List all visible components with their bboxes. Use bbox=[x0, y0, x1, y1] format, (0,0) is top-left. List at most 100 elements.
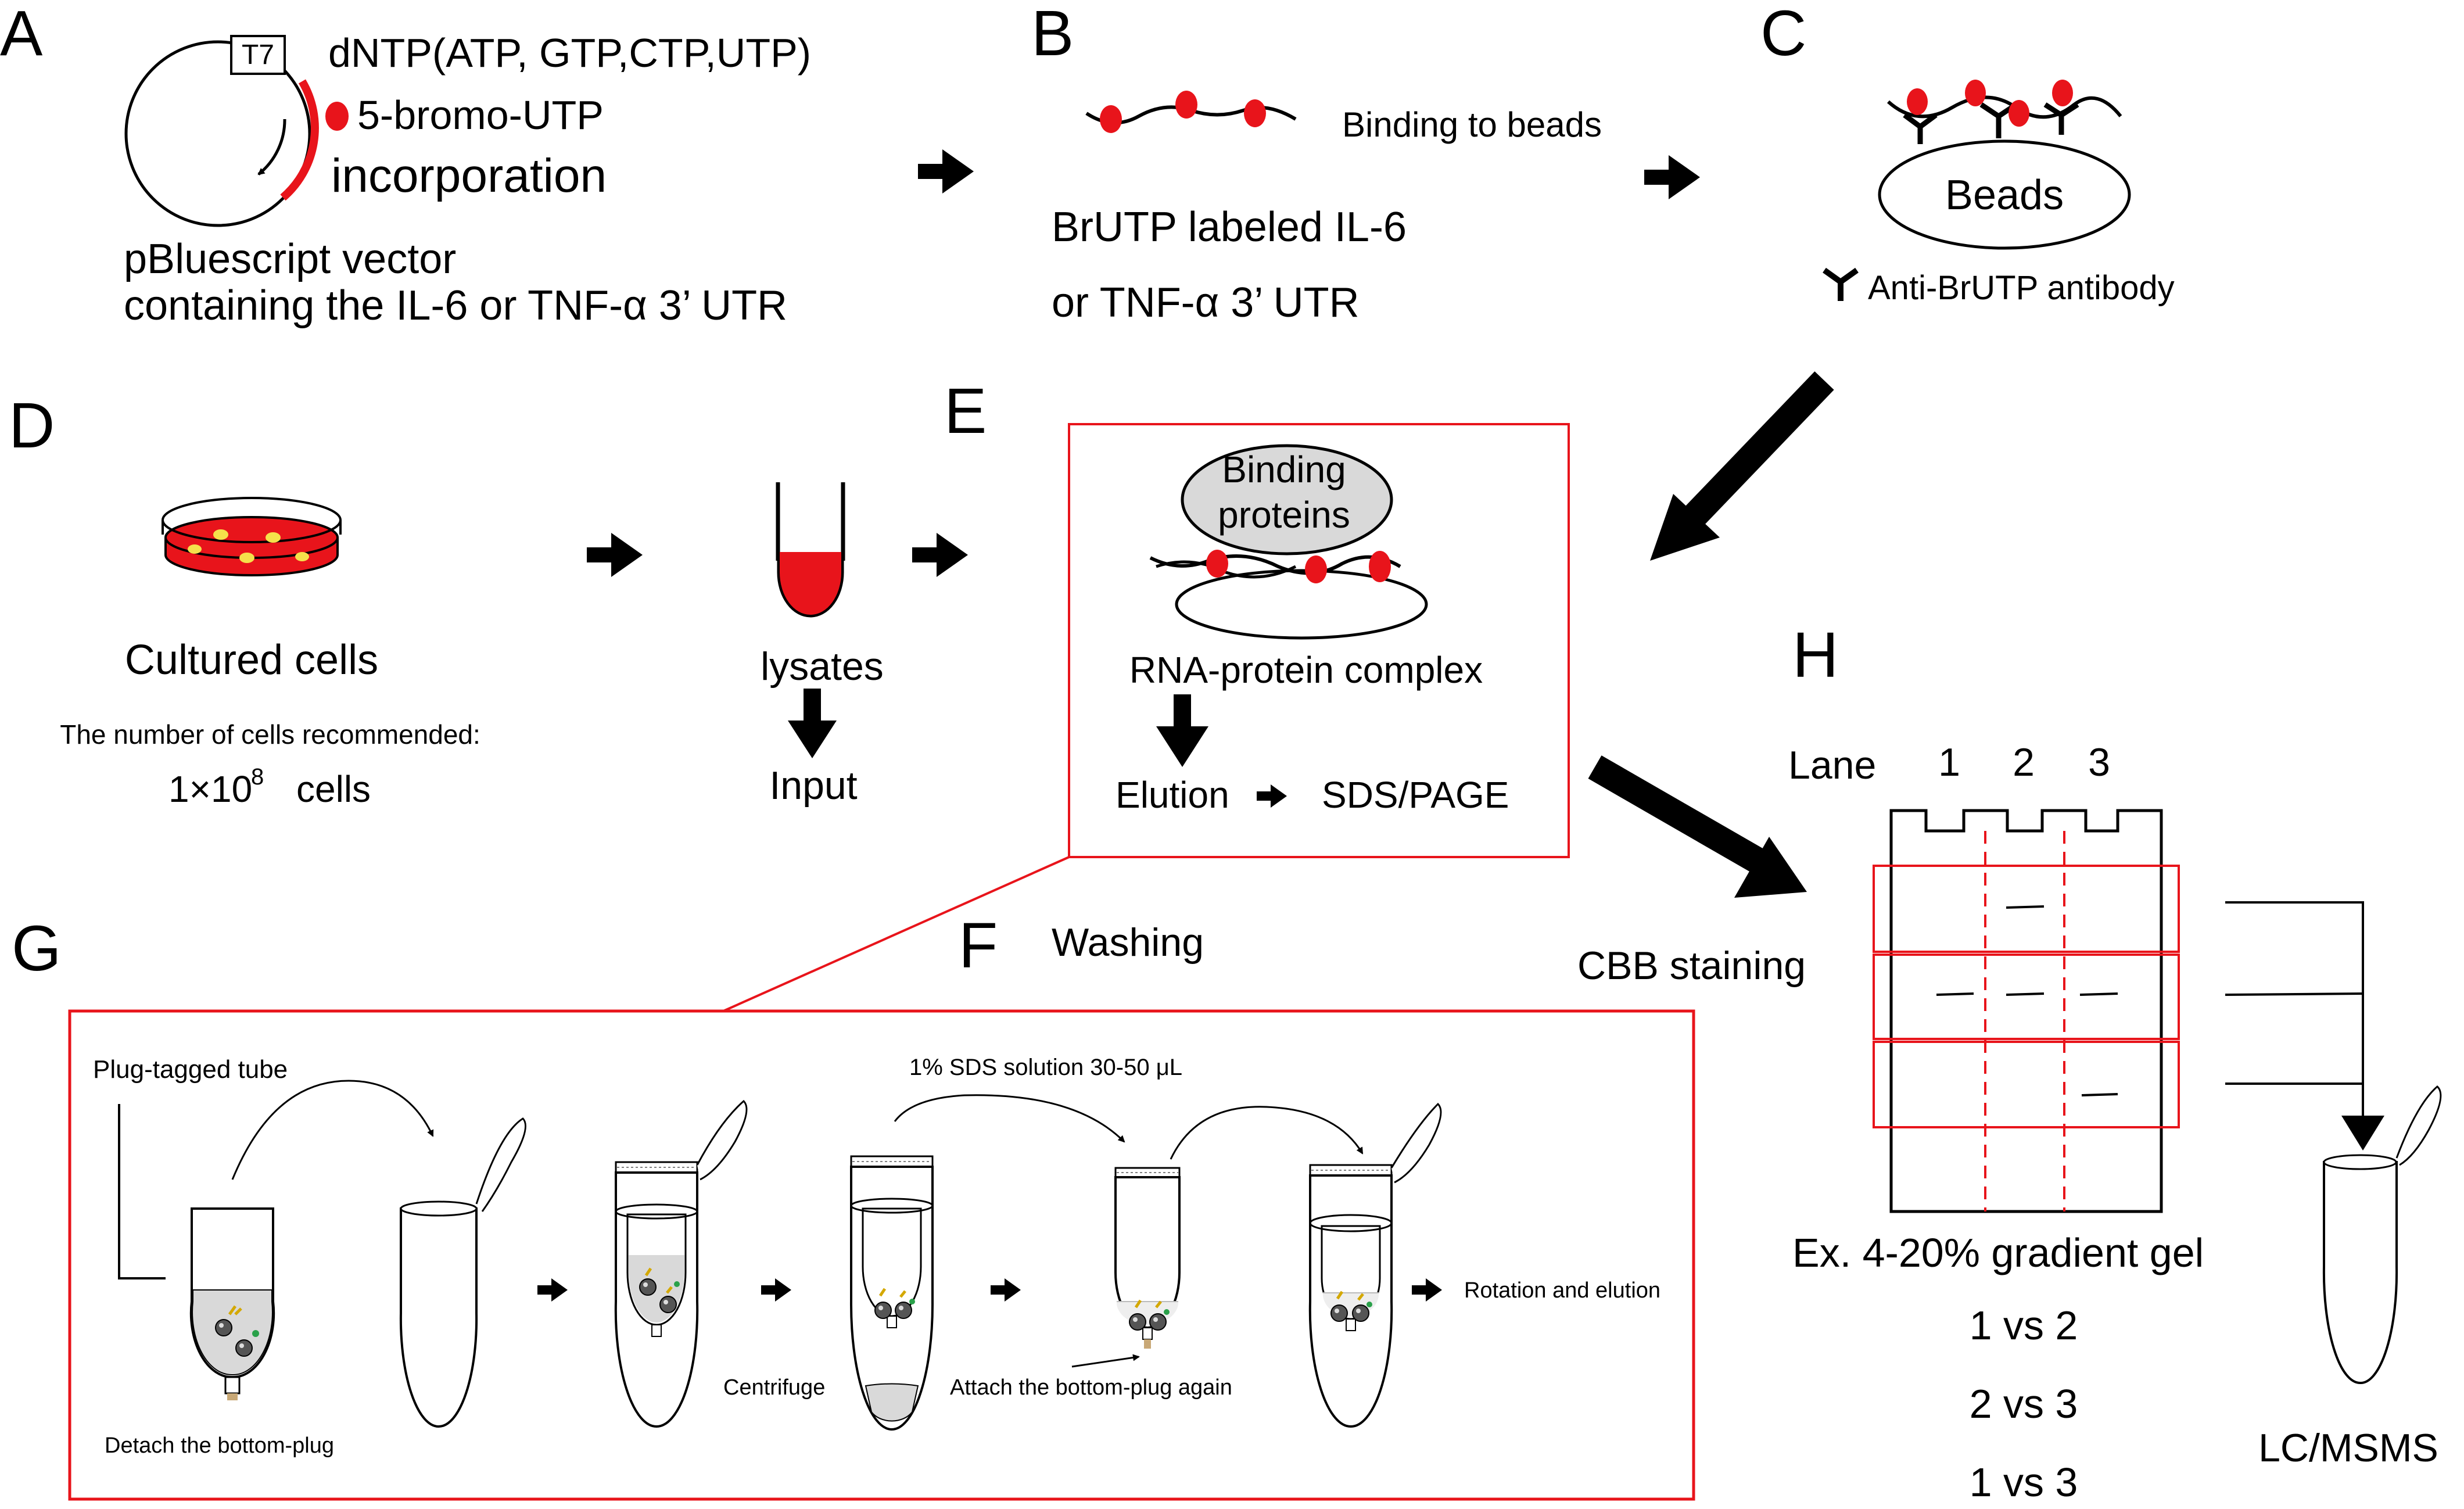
rna-strand bbox=[1156, 560, 1297, 579]
collection-tube-icon bbox=[399, 1117, 526, 1428]
petri-dish-icon bbox=[162, 497, 342, 576]
y-antibody-icon bbox=[2043, 102, 2079, 135]
red-dot-icon bbox=[1206, 550, 1228, 578]
washing-label: Washing bbox=[1052, 920, 1204, 965]
transcription-arrow bbox=[257, 119, 286, 175]
complex-label: RNA-protein complex bbox=[1129, 649, 1483, 691]
final-tube-icon bbox=[1308, 1102, 1442, 1428]
curved-arrow bbox=[1170, 1106, 1364, 1160]
red-dot-icon bbox=[1100, 105, 1122, 133]
panel-letter-c: C bbox=[1760, 0, 1806, 69]
lysates-label: lysates bbox=[761, 644, 884, 689]
panel-g: Plug-tagged tube Detach the bottom-plug bbox=[68, 1009, 1695, 1501]
plasmid-circle bbox=[124, 40, 311, 227]
curved-arrow bbox=[231, 1080, 434, 1180]
comparison-1: 1 vs 2 bbox=[1970, 1303, 2078, 1348]
arrow-right-icon bbox=[991, 1278, 1021, 1302]
binding-proteins-label-1: Binding bbox=[1222, 449, 1346, 490]
red-dot-icon bbox=[1175, 91, 1197, 119]
panel-e-frame bbox=[1068, 423, 1570, 858]
arrow-right-icon bbox=[1644, 155, 1700, 199]
panel-d: Cultured cells The number of cells recom… bbox=[60, 482, 968, 810]
gradient-gel-label: Ex. 4-20% gradient gel bbox=[1792, 1230, 2204, 1275]
arrow-right-icon bbox=[912, 533, 968, 577]
elution-label: Elution bbox=[1116, 774, 1229, 816]
gel-band bbox=[2079, 992, 2118, 996]
arrow-diagonal-icon bbox=[1650, 371, 1834, 561]
panel-letter-b: B bbox=[1031, 0, 1074, 69]
centrifuged-tube-icon bbox=[849, 1155, 934, 1431]
zoom-connector bbox=[723, 856, 1070, 1012]
red-dot-icon bbox=[2008, 100, 2029, 127]
binding-beads-label: Binding to beads bbox=[1342, 105, 1602, 144]
arrow-diagonal-icon bbox=[1588, 755, 1807, 898]
arrow-right-icon bbox=[1257, 784, 1287, 808]
panel-letter-h: H bbox=[1792, 619, 1838, 691]
red-dot-icon bbox=[1965, 80, 1986, 106]
cell-count-unit: cells bbox=[296, 768, 371, 810]
panel-e: Binding proteins RNA-protein complex Elu… bbox=[1068, 423, 1570, 858]
arrow-down-icon bbox=[788, 689, 837, 758]
t7-box bbox=[230, 35, 286, 75]
brutp-label-2: or TNF-α 3’ UTR bbox=[1052, 279, 1360, 326]
excision-box bbox=[1873, 1041, 2180, 1128]
insert-region bbox=[280, 79, 319, 201]
arrow-right-icon bbox=[918, 149, 974, 193]
connector-line bbox=[2225, 901, 2364, 1136]
lcms-label: LC/MSMS bbox=[2258, 1426, 2438, 1470]
arrow-right-icon bbox=[537, 1278, 568, 1302]
panel-letter-d: D bbox=[9, 390, 55, 461]
panel-c: Beads Anti-BrUTP antibody bbox=[1823, 80, 2175, 307]
recommend-label: The number of cells recommended: bbox=[60, 719, 480, 750]
arrow-right-icon bbox=[1412, 1278, 1442, 1302]
t7-label: T7 bbox=[242, 40, 274, 70]
cultured-cells-label: Cultured cells bbox=[125, 637, 378, 683]
plugged-column-icon bbox=[1114, 1167, 1181, 1349]
connector-line bbox=[2225, 992, 2363, 996]
lane-number-1: 1 bbox=[1938, 740, 1960, 784]
red-dot-icon bbox=[2052, 80, 2073, 106]
arrow-right-icon bbox=[587, 533, 643, 577]
incorporation-label: incorporation bbox=[331, 149, 607, 202]
brutp-label-1: BrUTP labeled IL-6 bbox=[1052, 204, 1407, 250]
gel-band bbox=[2006, 992, 2045, 996]
vector-label-1: pBluescript vector bbox=[124, 236, 456, 282]
excision-box bbox=[1873, 865, 2180, 953]
bead-ellipse bbox=[1878, 139, 2131, 250]
panel-letter-a: A bbox=[0, 0, 43, 69]
bead-ellipse bbox=[1175, 569, 1428, 640]
cbb-label: CBB staining bbox=[1577, 944, 1806, 988]
gel-outline bbox=[1889, 809, 2163, 1213]
assembled-tube-icon bbox=[614, 1099, 748, 1428]
pointer-line bbox=[118, 1104, 166, 1279]
sds-solution-label: 1% SDS solution 30-50 μL bbox=[909, 1055, 1182, 1080]
bromo-label: 5-bromo-UTP bbox=[357, 92, 604, 138]
lane-number-2: 2 bbox=[2013, 740, 2035, 784]
red-dot-icon bbox=[1244, 99, 1266, 127]
lane-label: Lane bbox=[1788, 743, 1876, 787]
collection-tube-icon bbox=[2322, 1085, 2442, 1385]
red-dot-icon bbox=[1305, 555, 1327, 583]
tube-icon bbox=[776, 482, 845, 618]
vector-label-2: containing the IL-6 or TNF-α 3’ UTR bbox=[124, 282, 787, 329]
lane-number-3: 3 bbox=[2088, 740, 2110, 784]
attach-label: Attach the bottom-plug again bbox=[950, 1375, 1232, 1400]
cell-count-exponent: 8 bbox=[251, 764, 264, 790]
panel-g-frame bbox=[68, 1009, 1695, 1501]
y-antibody-icon bbox=[1903, 113, 1938, 144]
sds-page-label: SDS/PAGE bbox=[1322, 774, 1509, 816]
anti-brutp-label: Anti-BrUTP antibody bbox=[1868, 269, 2175, 307]
arrow-down-icon bbox=[2341, 1116, 2384, 1150]
gel-band bbox=[2081, 1093, 2118, 1096]
centrifuge-label: Centrifuge bbox=[723, 1375, 825, 1400]
panel-letter-g: G bbox=[12, 913, 62, 984]
binding-proteins-label-2: proteins bbox=[1218, 494, 1350, 536]
panel-letter-f: F bbox=[959, 910, 998, 981]
panel-b: Binding to beads BrUTP labeled IL-6 or T… bbox=[1052, 91, 1602, 326]
panel-a: T7 dNTP(ATP, GTP,CTP,UTP) 5-bromo-UTP in… bbox=[124, 30, 811, 329]
panel-h: CBB staining Lane 1 2 3 LC/MSMS Ex. 4-20… bbox=[1577, 740, 2442, 1505]
cell-count-base: 1×10 bbox=[168, 768, 252, 810]
comparison-3: 1 vs 3 bbox=[1970, 1460, 2078, 1505]
red-dot-icon bbox=[1907, 88, 1928, 115]
